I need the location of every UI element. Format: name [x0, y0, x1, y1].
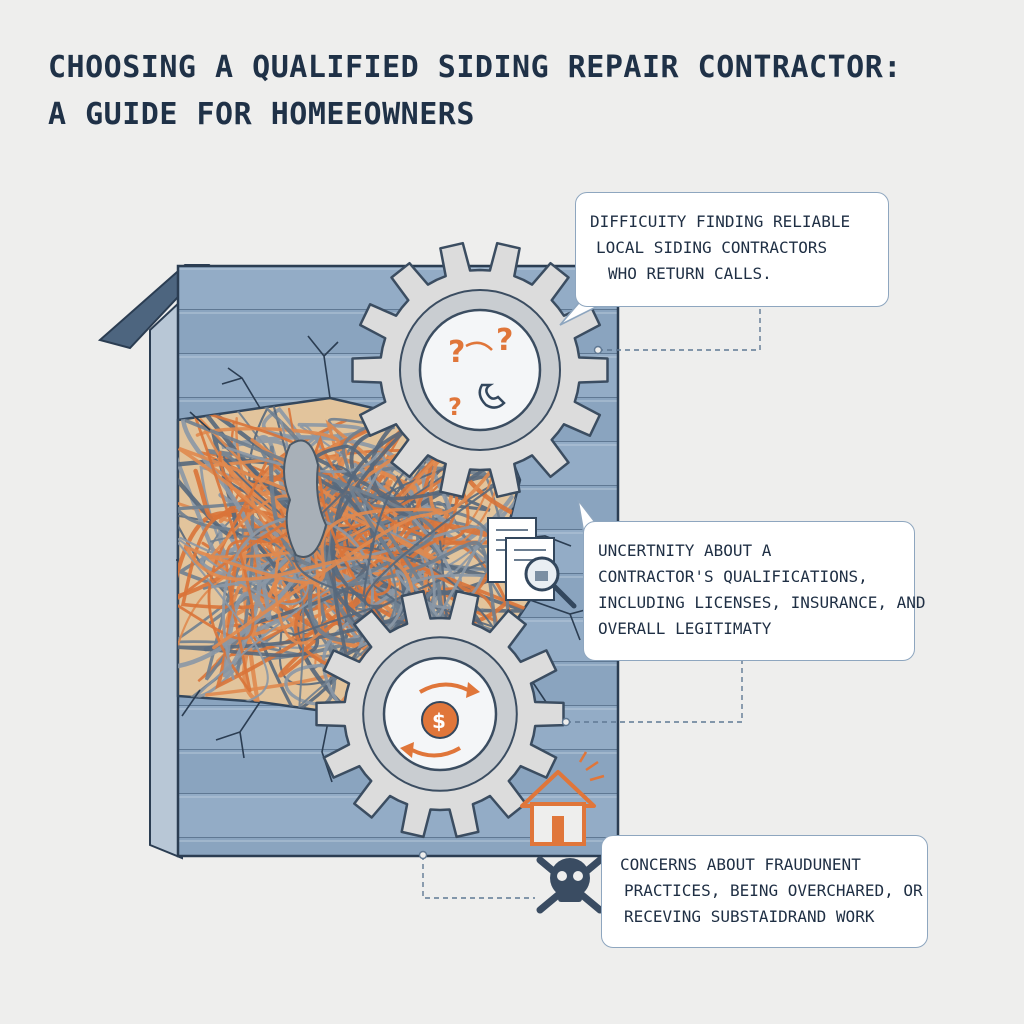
house-warning-icon [520, 751, 605, 846]
phone-question-icon: ? ? ? [418, 308, 542, 432]
dollar-exchange-icon: $ [382, 656, 498, 772]
callout-3-line-2: PRACTICES, BEING OVERCHARED, OR [624, 881, 923, 900]
callout-2-line-2: CONTRACTOR'S QUALIFICATIONS, [598, 567, 868, 586]
title-line-1: CHOOSING A QUALIFIED SIDING REPAIR CONTR… [48, 50, 902, 85]
callout-2-line-1: UNCERTNITY ABOUT A [598, 541, 772, 560]
document-magnifier-icon [487, 517, 577, 609]
svg-text:?: ? [448, 335, 465, 370]
leader-lines [422, 306, 761, 899]
callout-contractor-availability: DIFFICUITY FINDING RELIABLE LOCAL SIDING… [575, 192, 889, 307]
callout-1-line-2: LOCAL SIDING CONTRACTORS [596, 238, 828, 257]
callout-2-line-4: OVERALL LEGITIMATY [598, 619, 772, 638]
svg-text:?: ? [496, 323, 513, 358]
callout-qualifications: UNCERTNITY ABOUT A CONTRACTOR'S QUALIFIC… [583, 521, 926, 661]
callout-3-line-1: CONCERNS ABOUT FRAUDUNENT [620, 855, 861, 874]
svg-text:$: $ [432, 709, 446, 733]
leader-dots [418, 345, 603, 860]
callout-1-line-3: WHO RETURN CALLS. [608, 264, 772, 283]
callout-1-line-1: DIFFICUITY FINDING RELIABLE [590, 212, 851, 231]
callout-3-line-3: RECEVING SUBSTAIDRAND WORK [624, 907, 875, 926]
page-title: CHOOSING A QUALIFIED SIDING REPAIR CONTR… [48, 44, 988, 138]
callout-2-line-3: INCLUDING LICENSES, INSURANCE, AND [598, 593, 926, 612]
title-line-2: A GUIDE FOR HOMEEOWNERS [48, 97, 475, 132]
debris-chunk [283, 439, 328, 558]
skull-crossbones-icon [536, 856, 604, 914]
callout-fraud-concerns: CONCERNS ABOUT FRAUDUNENT PRACTICES, BEI… [601, 835, 928, 948]
svg-text:?: ? [448, 393, 462, 421]
